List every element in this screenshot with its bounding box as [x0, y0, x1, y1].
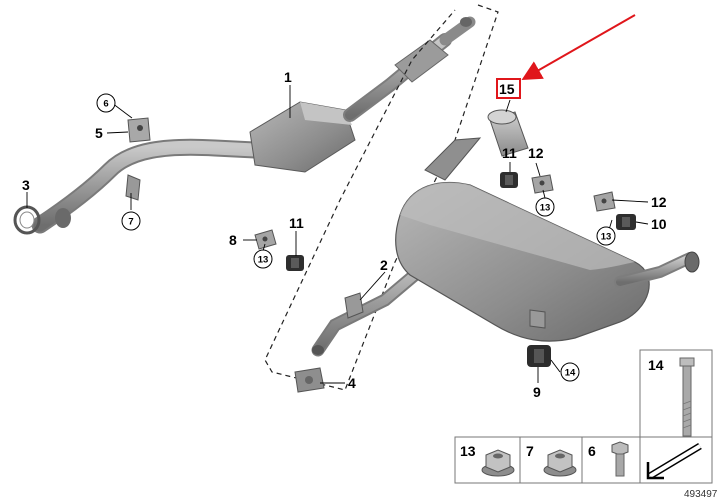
- hex-nut-icon: [543, 449, 577, 477]
- legend-label-14: 14: [648, 357, 664, 373]
- callout-6-circled: 6: [103, 99, 108, 110]
- callout-11-upper: 11: [502, 145, 517, 161]
- legend-label-7: 7: [526, 443, 534, 459]
- callout-13-left-circled: 13: [258, 255, 269, 266]
- dashed-assembly-boundary: [264, 4, 499, 391]
- callout-7-circled: 7: [128, 217, 133, 228]
- red-pointer-arrow: [521, 14, 636, 80]
- flange-nut-icon: [481, 449, 515, 477]
- callout-12-upper: 12: [528, 145, 544, 161]
- legend-box-7: 7: [519, 436, 583, 484]
- callout-13-right-circled: 13: [601, 232, 612, 243]
- callout-3: 3: [22, 177, 30, 193]
- callout-15-highlight-box: [496, 78, 521, 99]
- tailpipe-tip: [487, 109, 529, 157]
- legend-box-14: 14: [639, 349, 713, 446]
- rubber-mount-10: [616, 214, 636, 230]
- callout-12-right: 12: [651, 194, 667, 210]
- callout-5: 5: [95, 125, 103, 141]
- legend-label-6: 6: [588, 443, 596, 459]
- legend-box-arrow: [639, 436, 713, 484]
- callout-1: 1: [284, 69, 292, 85]
- callout-9: 9: [533, 384, 541, 400]
- callout-2: 2: [380, 257, 388, 273]
- front-pipe-catalytic-converter: [31, 16, 476, 234]
- diagonal-arrow-icon: [646, 442, 702, 480]
- rubber-mount-11-left: [286, 255, 304, 271]
- hardware-legend: 14 13: [454, 349, 713, 484]
- callout-14-circled: 14: [565, 368, 576, 379]
- bracket-12-upper: [531, 174, 554, 194]
- rubber-mount-9: [527, 345, 551, 367]
- legend-box-6: 6: [581, 436, 641, 484]
- bracket-8: [254, 229, 277, 250]
- long-bolt-icon: [679, 357, 695, 437]
- rear-silencer: [395, 137, 700, 342]
- callouts: 1 2 3 4 5 8 9 10 11 11 12 12 6 7 13 13 1…: [22, 69, 667, 400]
- rubber-mount-11-upper: [500, 172, 518, 188]
- callout-4: 4: [348, 375, 356, 391]
- leader-lines: [26, 85, 649, 384]
- bracket-12-right: [593, 191, 616, 212]
- legend-box-13: 13: [454, 436, 521, 484]
- legend-label-13: 13: [460, 443, 476, 459]
- callout-13-upper-circled: 13: [540, 203, 551, 214]
- callout-15: 15: [499, 81, 515, 97]
- diagram-reference-number: 493497: [684, 489, 718, 500]
- short-bolt-icon: [611, 441, 629, 477]
- callout-8: 8: [229, 232, 237, 248]
- callout-11-left: 11: [289, 215, 304, 231]
- callout-10: 10: [651, 216, 667, 232]
- bracket-holder: [125, 117, 151, 201]
